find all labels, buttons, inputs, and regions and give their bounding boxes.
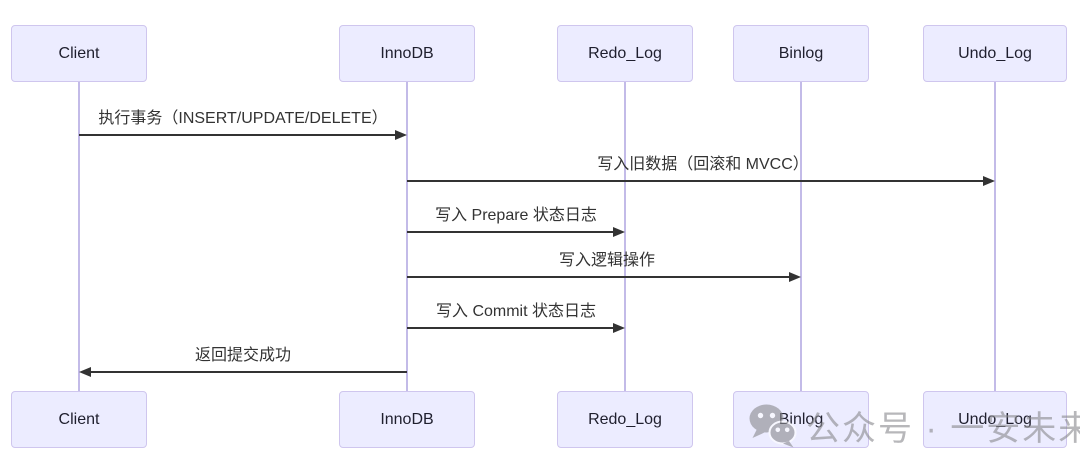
actor-redo-log-bottom: Redo_Log xyxy=(557,391,693,448)
message-1-arrowhead-icon xyxy=(395,130,407,140)
watermark-text: 公众号 · 一安未来 xyxy=(806,409,1080,448)
actor-label: Redo_Log xyxy=(588,410,662,428)
actor-innodb-top: InnoDB xyxy=(339,25,475,82)
actor-undo-log-bottom: Undo_Log xyxy=(923,391,1067,448)
message-5-line xyxy=(407,327,614,329)
actor-redo-log-top: Redo_Log xyxy=(557,25,693,82)
actor-undo-log-top: Undo_Log xyxy=(923,25,1067,82)
actor-label: Undo_Log xyxy=(958,44,1032,62)
actor-label: Undo_Log xyxy=(958,410,1032,428)
message-3-label: 写入 Prepare 状态日志 xyxy=(435,207,597,224)
message-1-line xyxy=(79,134,396,136)
message-4-label: 写入逻辑操作 xyxy=(558,252,656,269)
message-2-line xyxy=(407,180,984,182)
wechat-icon xyxy=(749,404,797,448)
message-6-arrowhead-icon xyxy=(79,367,91,377)
actor-label: Client xyxy=(58,44,100,62)
lifeline-innodb xyxy=(406,82,408,391)
actor-label: Client xyxy=(58,410,100,428)
lifeline-undo-log xyxy=(994,82,996,391)
message-5-label: 写入 Commit 状态日志 xyxy=(435,303,597,320)
message-4-arrowhead-icon xyxy=(789,272,801,282)
message-4-line xyxy=(407,276,790,278)
actor-label: Binlog xyxy=(778,44,824,62)
actor-label: InnoDB xyxy=(380,410,434,428)
message-2-arrowhead-icon xyxy=(983,176,995,186)
message-5-arrowhead-icon xyxy=(613,323,625,333)
message-3-line xyxy=(407,231,614,233)
lifeline-binlog xyxy=(800,82,802,391)
lifeline-client xyxy=(78,82,80,391)
actor-label: Redo_Log xyxy=(588,44,662,62)
actor-binlog-top: Binlog xyxy=(733,25,869,82)
message-2-label: 写入旧数据（回滚和 MVCC） xyxy=(597,156,809,173)
actor-client-bottom: Client xyxy=(11,391,147,448)
actor-innodb-bottom: InnoDB xyxy=(339,391,475,448)
message-1-label: 执行事务（INSERT/UPDATE/DELETE） xyxy=(98,110,388,127)
message-6-line xyxy=(90,371,407,373)
watermark: 公众号 · 一安未来 xyxy=(747,401,1080,449)
message-3-arrowhead-icon xyxy=(613,227,625,237)
actor-label: InnoDB xyxy=(380,44,434,62)
actor-client-top: Client xyxy=(11,25,147,82)
message-6-label: 返回提交成功 xyxy=(194,347,292,364)
